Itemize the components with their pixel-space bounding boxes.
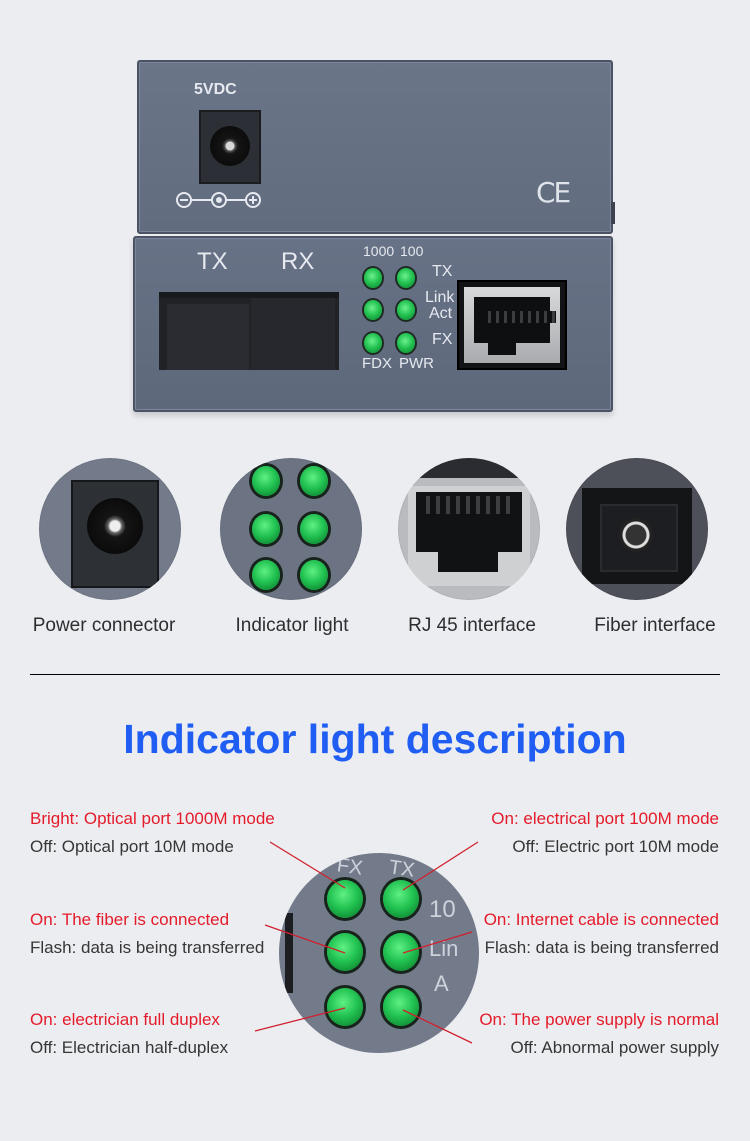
closeup-edge	[285, 913, 293, 993]
polarity-symbol-icon	[176, 192, 261, 208]
sc-rx-cap	[251, 298, 335, 370]
led-icon	[252, 514, 280, 544]
desc-off-text: Off: Electric port 10M mode	[512, 837, 719, 856]
detail-power-connector	[39, 458, 181, 600]
led-fdx-icon	[364, 333, 382, 353]
led-column-label-100: 100	[400, 243, 424, 259]
detail-fiber-interface	[566, 458, 708, 600]
led-fx-link-icon	[364, 300, 382, 320]
desc-on-text: Bright: Optical port 1000M mode	[30, 809, 275, 828]
caption-fiber-interface: Fiber interface	[594, 615, 716, 636]
led-pwr-icon	[397, 333, 415, 353]
rj45-shield	[464, 287, 560, 363]
closeup-label-act: A	[434, 971, 449, 996]
fiber-sleeve	[600, 504, 678, 572]
led-100-tx-icon	[397, 268, 415, 288]
led-bottom-label-fdx: FDX	[362, 355, 392, 372]
desc-on-text: On: electrician full duplex	[30, 1010, 220, 1029]
caption-rj45-interface: RJ 45 interface	[408, 615, 536, 636]
rj45-opening	[474, 297, 556, 343]
closeup-label-tx: TX	[387, 856, 416, 882]
dc-power-jack-icon	[199, 110, 261, 184]
closeup-label-link: Lin	[429, 936, 459, 961]
rj45-port-icon	[457, 280, 567, 370]
desc-fiber-link-led: On: The fiber is connected Flash: data i…	[30, 906, 264, 962]
desc-off-text: Off: Optical port 10M mode	[30, 837, 234, 856]
side-latch	[611, 202, 615, 224]
fiber-rx-label: RX	[281, 248, 315, 275]
desc-1000m-led: Bright: Optical port 1000M mode Off: Opt…	[30, 805, 275, 861]
led-icon	[300, 560, 328, 590]
sc-tx-cap	[167, 304, 249, 370]
power-jack-hole	[87, 498, 143, 554]
ce-mark-icon: CE	[536, 176, 571, 209]
led-row-label-link: Link	[425, 289, 455, 306]
led-100-closeup-icon	[383, 880, 419, 918]
led-column-label-1000: 1000	[363, 243, 395, 259]
desc-link-act-led: On: Internet cable is connected Flash: d…	[484, 906, 719, 962]
closeup-label-fx: FX	[335, 854, 364, 880]
caption-power-connector: Power connector	[32, 615, 176, 636]
rj45-shield-icon	[408, 486, 530, 586]
led-1000-icon	[364, 268, 382, 288]
section-divider	[30, 674, 720, 675]
rj45-pins	[426, 496, 512, 514]
desc-on-text: On: Internet cable is connected	[483, 910, 719, 929]
desc-on-text: On: The power supply is normal	[479, 1010, 719, 1029]
section-title: Indicator light description	[123, 716, 627, 762]
desc-off-text: Off: Abnormal power supply	[510, 1038, 719, 1057]
led-row-label-fx: FX	[432, 331, 453, 348]
fiber-port-icon	[582, 488, 692, 584]
led-icon	[300, 514, 328, 544]
sc-fiber-port-icon	[159, 292, 339, 370]
power-voltage-label: 5VDC	[194, 81, 237, 98]
media-converter-front-panel: TX RX 1000 100 TX Link Act FX FDX PWR	[133, 236, 613, 412]
led-icon	[300, 466, 328, 496]
detail-indicator-light	[220, 458, 362, 600]
detail-rj45-interface	[398, 458, 540, 600]
rj45-notch	[438, 548, 498, 572]
rj45-pins	[488, 311, 556, 323]
rj45-notch	[488, 341, 516, 355]
dc-jack-hole	[210, 126, 250, 166]
led-row-label-tx: TX	[432, 263, 453, 280]
led-fx-closeup-icon	[327, 933, 363, 971]
indicator-closeup: FX TX 10 Lin A	[279, 853, 479, 1053]
media-converter-rear-panel: 5VDC CE	[137, 60, 615, 234]
desc-flash-text: Flash: data is being transferred	[30, 938, 265, 957]
power-jack-icon	[71, 480, 159, 588]
led-bottom-label-pwr: PWR	[399, 355, 434, 372]
led-link-closeup-icon	[383, 933, 419, 971]
desc-off-text: Off: Electrician half-duplex	[30, 1038, 229, 1057]
desc-flash-text: Flash: data is being transferred	[484, 938, 719, 957]
fiber-ferrule-icon	[619, 518, 653, 552]
led-icon	[252, 466, 280, 496]
led-pwr-closeup-icon	[383, 988, 419, 1026]
desc-on-text: On: electrical port 100M mode	[491, 809, 719, 828]
led-1000-closeup-icon	[327, 880, 363, 918]
caption-indicator-light: Indicator light	[235, 615, 349, 636]
led-link-act-icon	[397, 300, 415, 320]
desc-on-text: On: The fiber is connected	[30, 910, 230, 929]
desc-100m-led: On: electrical port 100M mode Off: Elect…	[491, 805, 719, 861]
closeup-label-10: 10	[429, 896, 456, 923]
led-fdx-closeup-icon	[327, 988, 363, 1026]
desc-pwr-led: On: The power supply is normal Off: Abno…	[479, 1006, 719, 1062]
desc-fdx-led: On: electrician full duplex Off: Electri…	[30, 1006, 228, 1062]
fiber-tx-label: TX	[197, 248, 228, 275]
rj45-top-edge	[398, 458, 540, 478]
led-icon	[252, 560, 280, 590]
rj45-opening	[416, 492, 522, 552]
led-row-label-act: Act	[429, 305, 453, 322]
